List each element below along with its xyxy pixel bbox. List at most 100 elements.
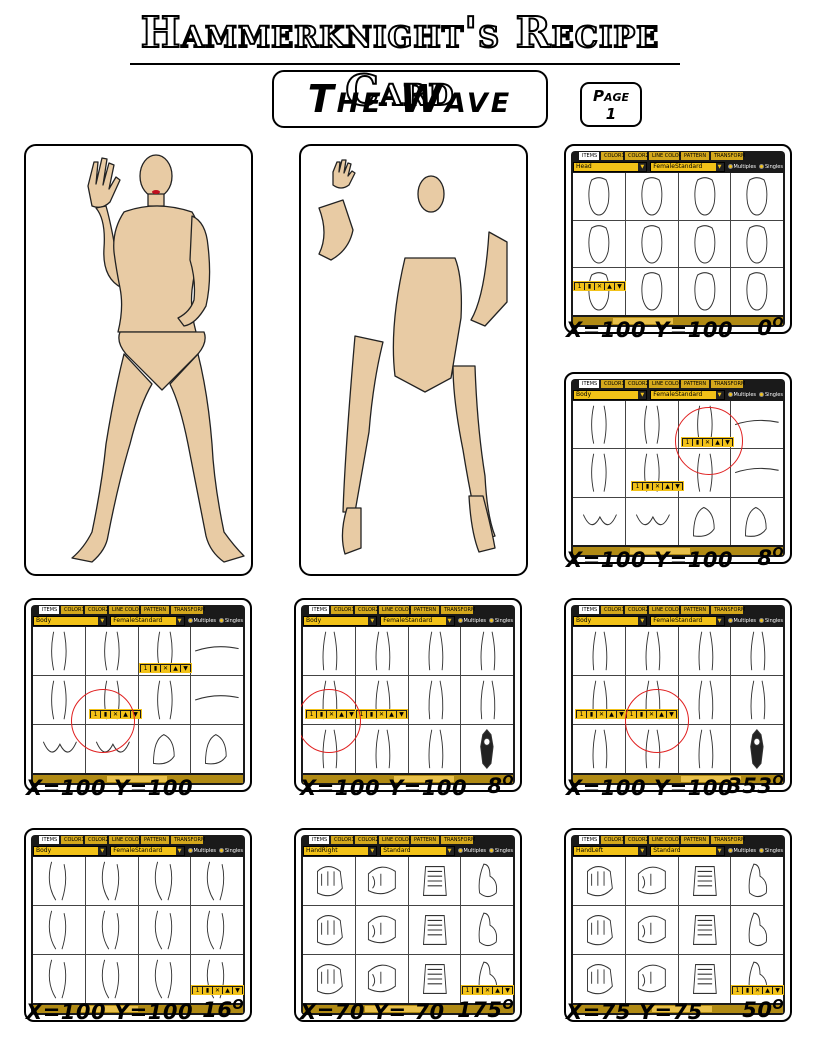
singles-radio[interactable]: Singles: [489, 618, 513, 624]
item-thumbnail[interactable]: [573, 906, 625, 954]
item-thumbnail[interactable]: [303, 955, 355, 1003]
tab-transform[interactable]: TRANSFORM: [441, 606, 475, 614]
horizontal-scrollbar[interactable]: [33, 775, 243, 783]
layer-down-icon[interactable]: ▲: [763, 987, 772, 995]
scroll-thumb[interactable]: [107, 776, 167, 782]
tab-items[interactable]: ITEMS: [579, 836, 599, 844]
tab-pattern[interactable]: PATTERN: [411, 836, 439, 844]
singles-radio[interactable]: Singles: [489, 848, 513, 854]
horizontal-scrollbar[interactable]: [573, 1005, 783, 1013]
item-thumbnail[interactable]: [731, 220, 783, 268]
delete-icon[interactable]: ✕: [653, 483, 662, 491]
scroll-thumb[interactable]: [652, 1006, 712, 1012]
multiples-radio[interactable]: Multiples: [727, 392, 756, 398]
item-thumbnail[interactable]: [678, 906, 731, 954]
tab-line-color[interactable]: LINE COLOR: [649, 836, 682, 844]
lock-icon[interactable]: ▮: [151, 665, 160, 673]
item-toolbar[interactable]: 1 ▮ ✕ ▲ ▼: [731, 985, 784, 995]
tab-items[interactable]: ITEMS: [579, 380, 599, 388]
item-thumbnail[interactable]: [33, 627, 85, 675]
category-select[interactable]: Body ▼: [303, 615, 378, 626]
horizontal-scrollbar[interactable]: [573, 547, 783, 555]
tab-pattern[interactable]: PATTERN: [681, 152, 709, 160]
horizontal-scrollbar[interactable]: [33, 1005, 243, 1013]
tab-color2[interactable]: COLOR2: [355, 606, 379, 614]
layer-down-icon[interactable]: ▲: [605, 283, 614, 291]
tab-pattern[interactable]: PATTERN: [141, 606, 169, 614]
item-thumbnail[interactable]: [85, 955, 138, 1003]
item-thumbnail[interactable]: [408, 955, 461, 1003]
tab-pattern[interactable]: PATTERN: [681, 606, 709, 614]
layer-down-icon[interactable]: ▲: [223, 987, 232, 995]
category-select[interactable]: Body ▼: [573, 615, 648, 626]
tab-items[interactable]: ITEMS: [309, 606, 329, 614]
tab-line-color[interactable]: LINE COLOR: [379, 836, 412, 844]
tab-pattern[interactable]: PATTERN: [681, 380, 709, 388]
item-thumbnail[interactable]: [625, 857, 678, 905]
item-thumbnail[interactable]: [573, 401, 625, 449]
item-thumbnail[interactable]: [85, 906, 138, 954]
layer-up-icon[interactable]: ▼: [773, 987, 782, 995]
item-thumbnail[interactable]: [731, 173, 783, 220]
multiples-radio[interactable]: Multiples: [727, 848, 756, 854]
item-thumbnail[interactable]: [191, 955, 243, 1003]
tab-transform[interactable]: TRANSFORM: [711, 152, 745, 160]
delete-icon[interactable]: ✕: [213, 987, 222, 995]
layer-up-icon[interactable]: ▼: [617, 711, 626, 719]
tab-line-color[interactable]: LINE COLOR: [109, 606, 142, 614]
tab-color1[interactable]: COLOR1: [601, 152, 625, 160]
item-thumbnail[interactable]: [731, 676, 783, 724]
singles-radio[interactable]: Singles: [759, 618, 783, 624]
tab-color2[interactable]: COLOR2: [85, 836, 109, 844]
tab-color1[interactable]: COLOR1: [61, 606, 85, 614]
category-select[interactable]: HandRight ▼: [303, 845, 378, 856]
item-thumbnail[interactable]: [85, 857, 138, 905]
style-select[interactable]: FemaleStandard ▼: [650, 615, 725, 626]
tab-line-color[interactable]: LINE COLOR: [649, 152, 682, 160]
category-select[interactable]: Body ▼: [33, 615, 108, 626]
style-select[interactable]: FemaleStandard ▼: [650, 161, 725, 172]
style-select[interactable]: FemaleStandard ▼: [110, 615, 185, 626]
item-thumbnail[interactable]: [625, 401, 678, 449]
tab-items[interactable]: ITEMS: [309, 836, 329, 844]
lock-icon[interactable]: ▮: [585, 283, 594, 291]
item-thumbnail[interactable]: [355, 955, 408, 1003]
item-thumbnail[interactable]: [573, 173, 625, 220]
lock-icon[interactable]: ▮: [203, 987, 212, 995]
layer-up-icon[interactable]: ▼: [673, 483, 682, 491]
item-thumbnail[interactable]: [138, 857, 191, 905]
tab-color2[interactable]: COLOR2: [85, 606, 109, 614]
item-thumbnail[interactable]: [731, 497, 783, 545]
tab-color2[interactable]: COLOR2: [625, 606, 649, 614]
item-thumbnail[interactable]: [678, 173, 731, 220]
layer-down-icon[interactable]: ▲: [663, 483, 672, 491]
horizontal-scrollbar[interactable]: [573, 317, 783, 325]
style-select[interactable]: FemaleStandard ▼: [650, 389, 725, 400]
tab-line-color[interactable]: LINE COLOR: [379, 606, 412, 614]
item-thumbnail[interactable]: [573, 497, 625, 545]
item-thumbnail[interactable]: [138, 906, 191, 954]
item-thumbnail[interactable]: [731, 268, 783, 315]
delete-icon[interactable]: ✕: [753, 987, 762, 995]
item-thumbnail[interactable]: [573, 627, 625, 675]
item-thumbnail[interactable]: [138, 955, 191, 1003]
horizontal-scrollbar[interactable]: [303, 1005, 513, 1013]
style-select[interactable]: FemaleStandard ▼: [110, 845, 185, 856]
tab-color1[interactable]: COLOR1: [601, 606, 625, 614]
item-thumbnail[interactable]: [625, 955, 678, 1003]
tab-transform[interactable]: TRANSFORM: [711, 606, 745, 614]
tab-color2[interactable]: COLOR2: [625, 836, 649, 844]
item-thumbnail[interactable]: [573, 449, 625, 497]
lock-icon[interactable]: ▮: [587, 711, 596, 719]
multiples-radio[interactable]: Multiples: [457, 848, 486, 854]
tab-color1[interactable]: COLOR1: [331, 606, 355, 614]
multiples-radio[interactable]: Multiples: [727, 164, 756, 170]
item-thumbnail[interactable]: [191, 676, 243, 724]
singles-radio[interactable]: Singles: [219, 618, 243, 624]
item-thumbnail[interactable]: [303, 627, 355, 675]
item-thumbnail[interactable]: [191, 627, 243, 675]
layer-down-icon[interactable]: ▲: [493, 987, 502, 995]
item-thumbnail[interactable]: [625, 906, 678, 954]
item-thumbnail[interactable]: [85, 627, 138, 675]
item-thumbnail[interactable]: [355, 627, 408, 675]
